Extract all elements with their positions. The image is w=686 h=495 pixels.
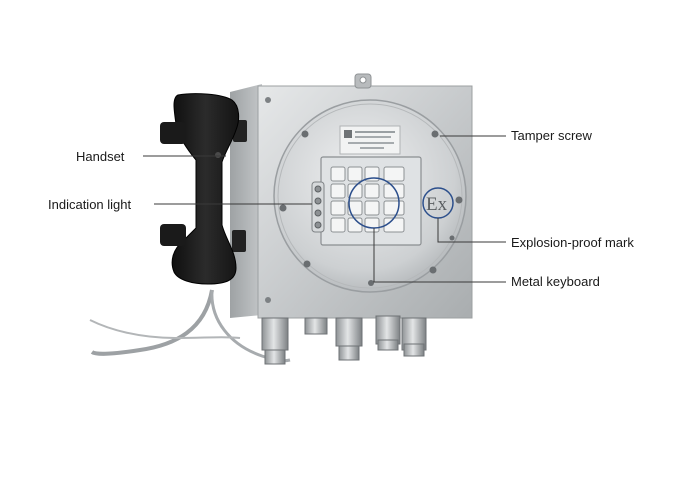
keypad-key: [330, 183, 346, 199]
cable-glands: [261, 315, 427, 365]
keypad-key: [383, 183, 405, 199]
keypad-keys: [330, 166, 405, 233]
keypad-key: [364, 217, 380, 233]
keypad-key: [383, 200, 405, 216]
keypad-key: [347, 166, 363, 182]
keypad-key: [347, 183, 363, 199]
callout-indication-light: Indication light: [48, 197, 132, 212]
callout-explosion-proof-mark: Explosion-proof mark: [511, 235, 634, 250]
keypad-key: [383, 166, 405, 182]
explosion-leader: [437, 218, 506, 243]
cradle-hook: [232, 230, 246, 252]
callout-handset: Handset: [76, 149, 125, 164]
handset-clip: [160, 122, 186, 144]
keypad-key: [364, 183, 380, 199]
indication-lights: [314, 185, 322, 229]
keypad-key: [330, 166, 346, 182]
indication-light-strip: [311, 181, 325, 233]
housing-screw: [265, 97, 271, 103]
keypad-key: [347, 200, 363, 216]
keyboard-leader: [373, 228, 506, 283]
keypad-key: [330, 217, 346, 233]
ex-mark: Ex: [426, 194, 448, 215]
armored-cable-3: [89, 319, 241, 340]
housing-left-side: [230, 84, 262, 318]
callout-metal-keyboard: Metal keyboard: [511, 274, 600, 289]
handset-clip: [160, 224, 186, 246]
callout-tamper-screw: Tamper screw: [511, 128, 592, 143]
armored-cable: [90, 289, 214, 356]
housing-screw: [265, 297, 271, 303]
keypad-key: [330, 200, 346, 216]
handset-body: [171, 93, 240, 285]
cover-bolts: [279, 130, 463, 286]
keypad-key: [364, 200, 380, 216]
